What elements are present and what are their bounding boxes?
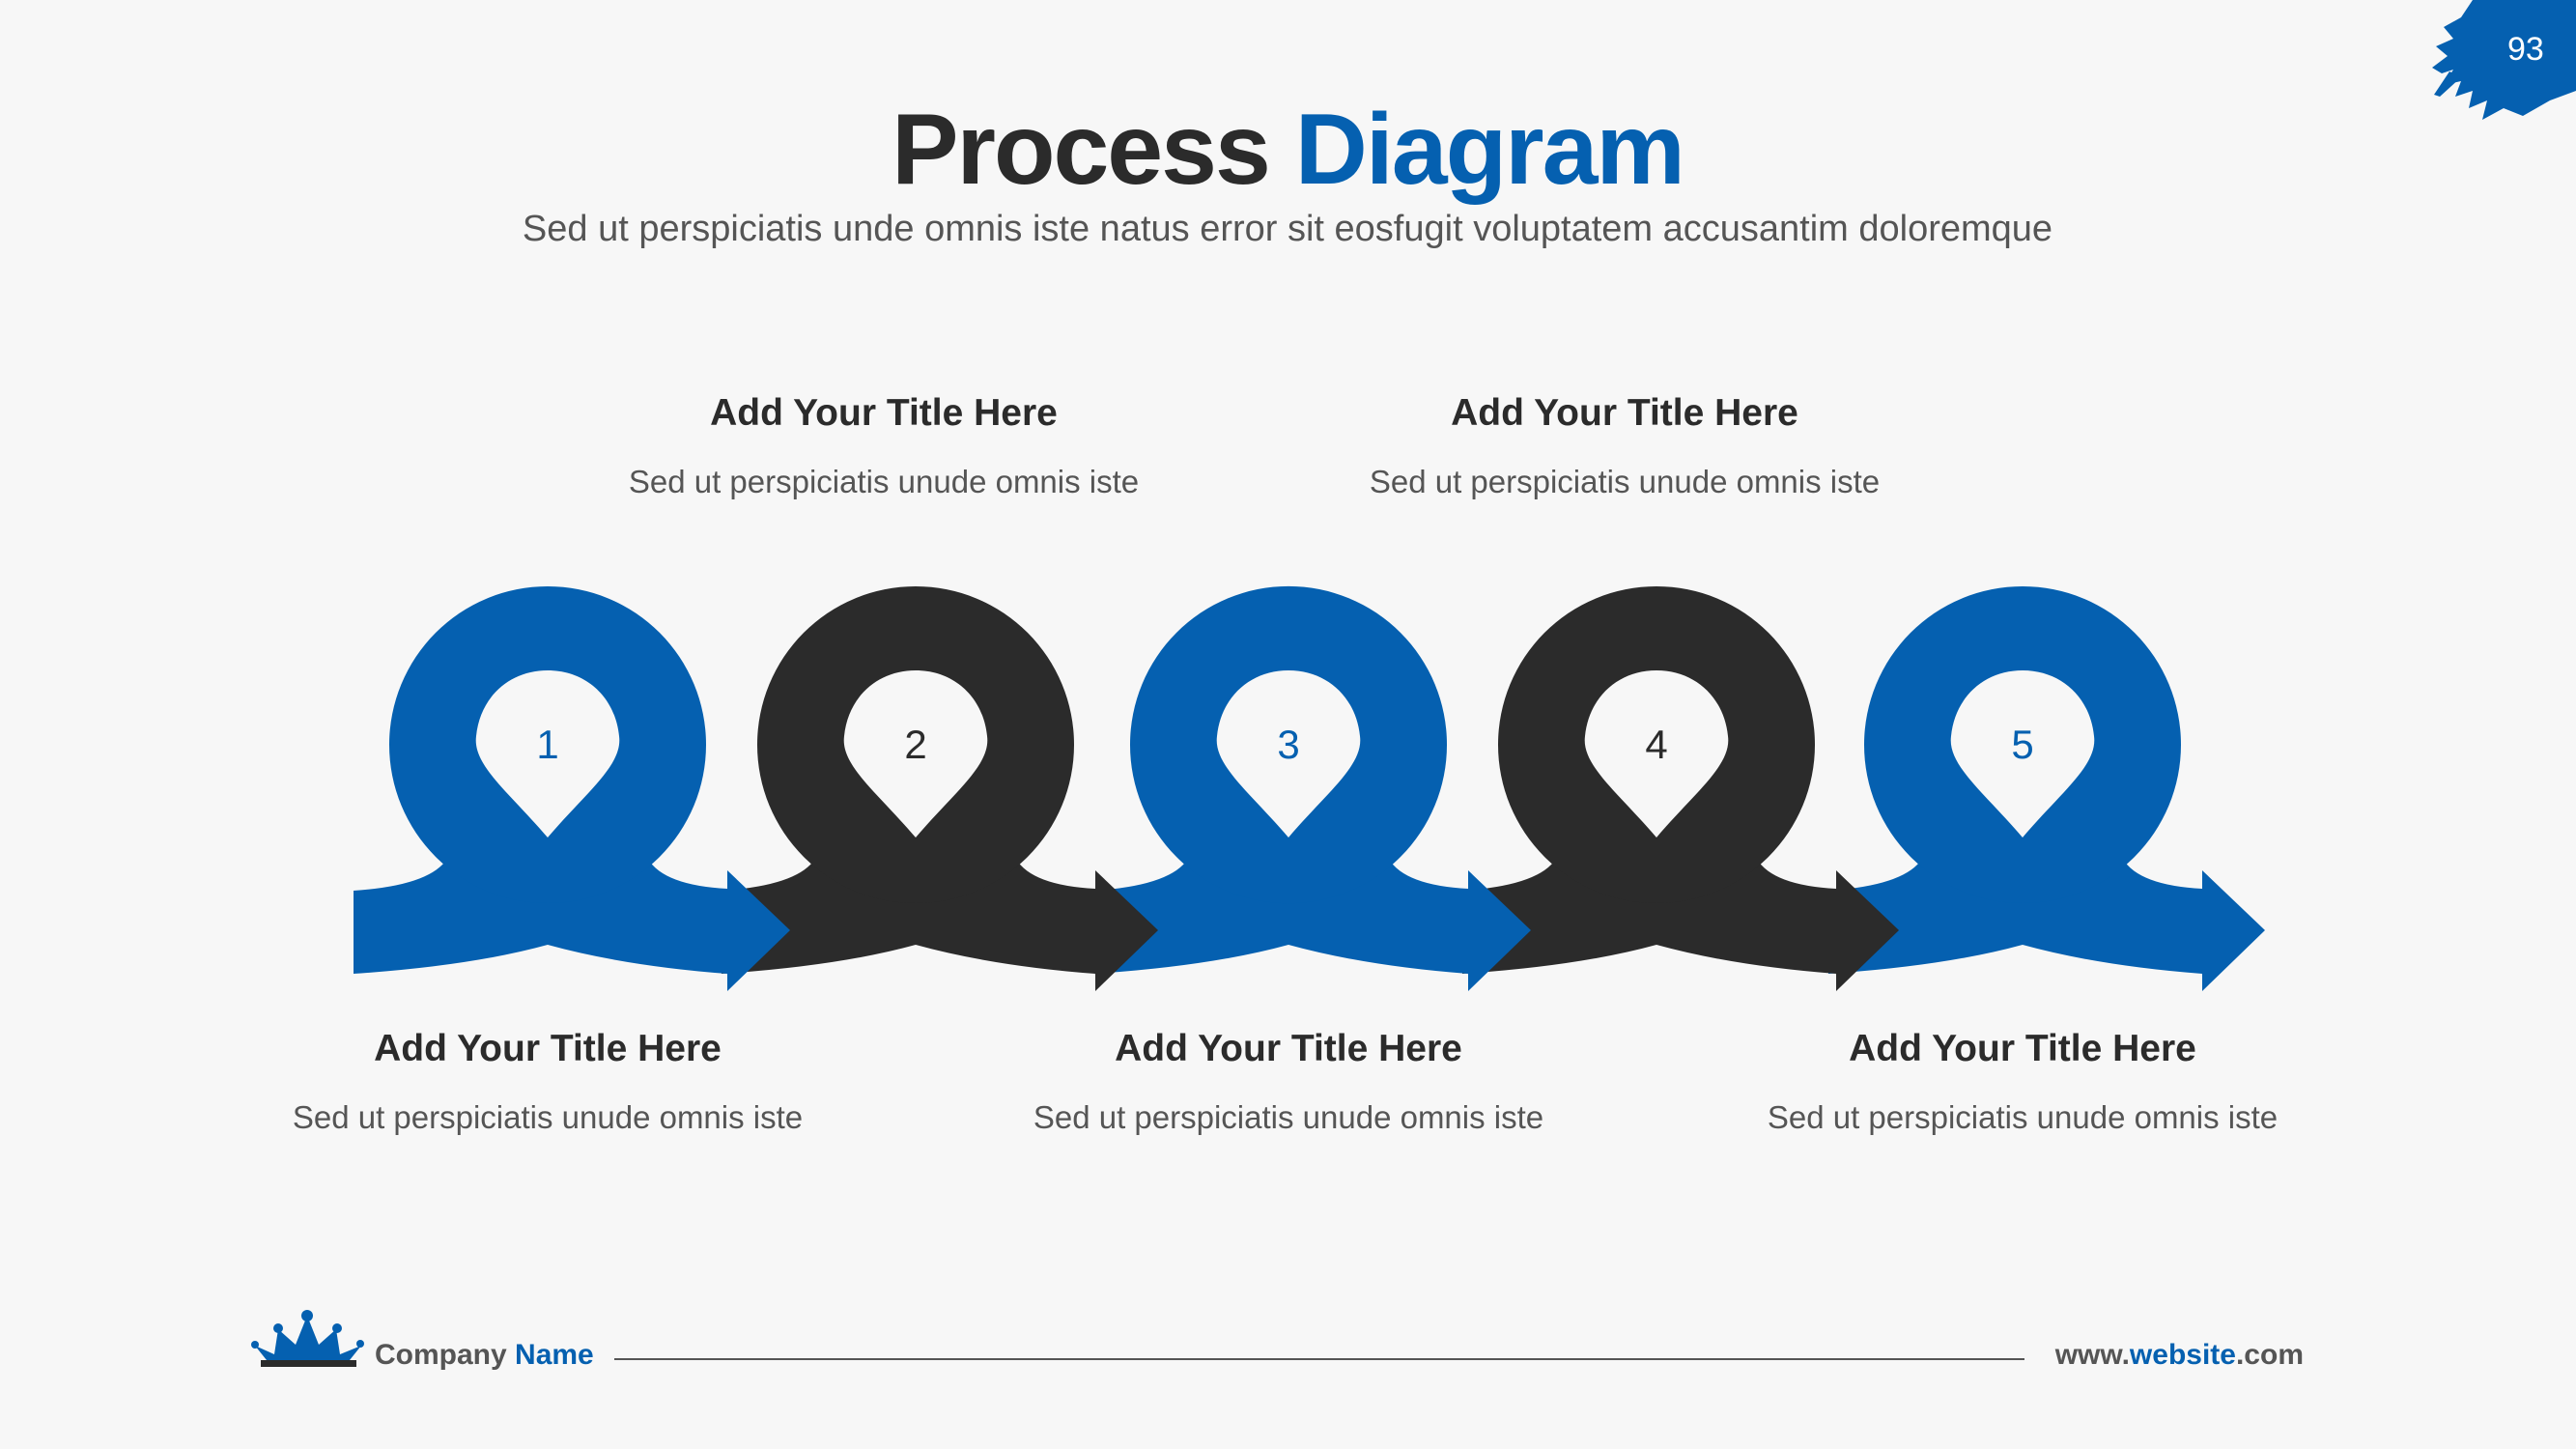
page-number: 93	[2507, 31, 2544, 68]
loop-ring	[1130, 585, 1447, 904]
loop-ring	[1498, 586, 1815, 903]
step-description: Sed ut perspiciatis unude omnis iste	[1033, 1099, 1544, 1135]
arrow-ribbon	[722, 850, 1158, 991]
arrow-ribbon	[354, 850, 790, 991]
step-title: Add Your Title Here	[374, 1028, 722, 1069]
website-prefix: www.	[2054, 1339, 2130, 1371]
crown-logo-icon	[251, 1310, 364, 1367]
loop-step-1: 1	[354, 586, 790, 991]
step-description: Sed ut perspiciatis unude omnis iste	[1767, 1099, 2279, 1135]
website-main: website	[2129, 1339, 2236, 1371]
title-part2: Diagram	[1294, 94, 1685, 206]
company-name-part1: Company	[375, 1339, 507, 1371]
loop-step-3: 3	[1094, 585, 1531, 991]
step-number: 5	[2011, 722, 2033, 767]
loop-ring	[389, 586, 706, 903]
loop-step-4: 4	[1462, 586, 1899, 991]
loop-step-2: 2	[722, 586, 1158, 991]
arrow-ribbon	[1094, 850, 1531, 991]
step-description: Sed ut perspiciatis unude omnis iste	[292, 1099, 804, 1135]
step-description: Sed ut perspiciatis unude omnis iste	[1369, 464, 1881, 499]
step-number: 4	[1645, 722, 1667, 767]
title-part1: Process	[892, 94, 1271, 206]
step-title: Add Your Title Here	[1849, 1028, 2196, 1069]
loop-ring	[1864, 586, 2181, 903]
arrow-ribbon	[1828, 850, 2265, 991]
company-name-part2: Name	[515, 1339, 594, 1371]
footer-divider	[614, 1358, 2024, 1360]
page-number-brush	[2432, 0, 2576, 120]
company-name: Company Name	[375, 1339, 594, 1372]
step-title: Add Your Title Here	[1115, 1028, 1462, 1069]
step-number: 2	[904, 722, 926, 767]
step-title: Add Your Title Here	[710, 392, 1058, 434]
loop-step-5: 5	[1828, 586, 2265, 991]
page-title: Process Diagram	[892, 93, 1685, 208]
arrow-ribbon	[1462, 850, 1899, 991]
step-title: Add Your Title Here	[1451, 392, 1798, 434]
step-number: 3	[1277, 722, 1299, 767]
step-description: Sed ut perspiciatis unude omnis iste	[628, 464, 1140, 499]
step-number: 1	[536, 722, 558, 767]
website-link[interactable]: www.website.com	[2055, 1339, 2304, 1372]
page-subtitle: Sed ut perspiciatis unde omnis iste natu…	[522, 209, 2053, 249]
loop-ring	[757, 586, 1074, 903]
website-suffix: .com	[2235, 1339, 2304, 1371]
